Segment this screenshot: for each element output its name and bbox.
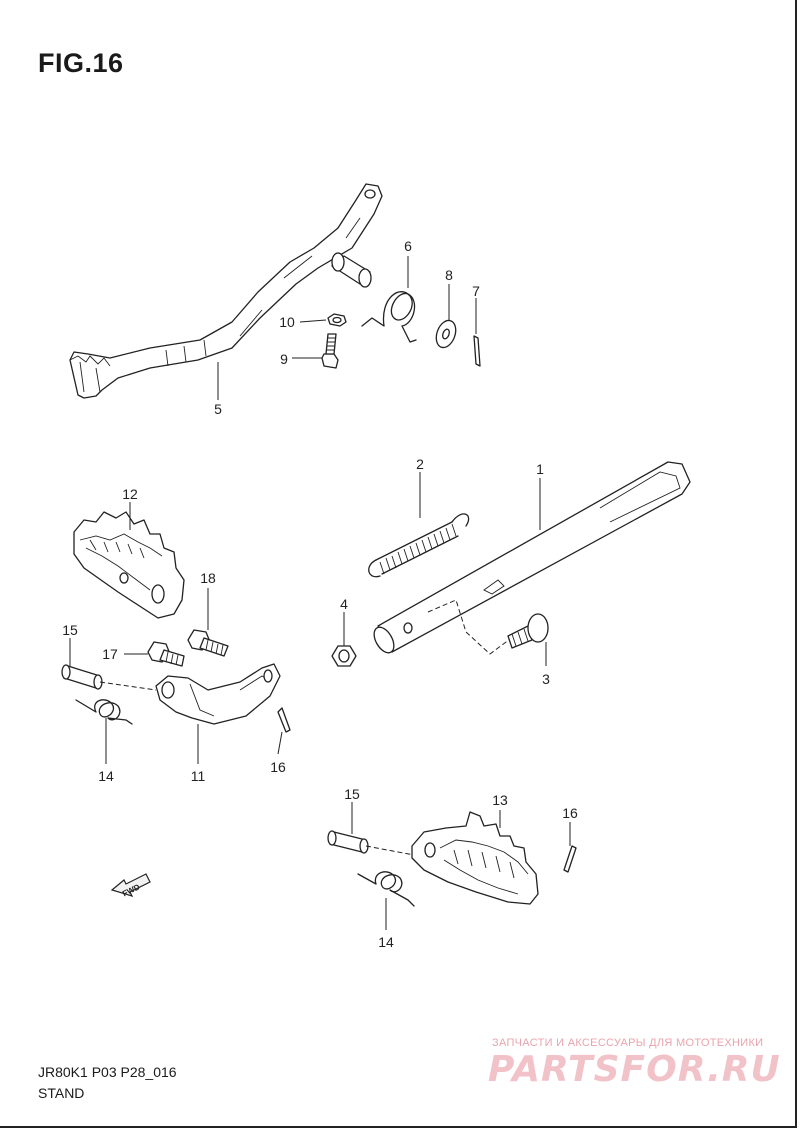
callout-11: 11 <box>190 768 206 784</box>
footrest-bracket-drawing <box>155 663 281 725</box>
footrest-pin-right-drawing <box>327 830 431 859</box>
washer-drawing <box>435 319 457 349</box>
callout-16-right: 16 <box>562 805 578 821</box>
footrest-left-drawing <box>73 511 185 619</box>
cotter-pin-left-drawing <box>277 707 291 733</box>
callout-14: 14 <box>98 768 114 784</box>
section-name: STAND <box>38 1085 85 1101</box>
fwd-arrow-icon: FWD <box>110 873 151 898</box>
stand-nut-drawing <box>331 645 357 667</box>
callout-10: 10 <box>279 314 295 330</box>
callout-9: 9 <box>280 351 288 367</box>
watermark-logo: PARTSFOR.RU <box>488 1049 781 1090</box>
callout-13: 13 <box>492 792 508 808</box>
brake-pedal-drawing <box>69 183 383 399</box>
callout-14-right: 14 <box>378 934 394 950</box>
callout-1: 1 <box>536 461 544 477</box>
footrest-bolt-upper-drawing <box>187 629 229 657</box>
cotter-pin-drawing <box>473 335 481 367</box>
stand-spring-drawing <box>368 513 470 578</box>
footrest-right-drawing <box>411 811 539 905</box>
callout-8: 8 <box>445 267 453 283</box>
callout-15: 15 <box>62 622 78 638</box>
nut-drawing <box>327 313 347 327</box>
callout-2: 2 <box>416 456 424 472</box>
side-stand-drawing <box>373 461 691 655</box>
callout-12: 12 <box>122 486 138 502</box>
footrest-spring-left-drawing <box>75 699 133 725</box>
callout-6: 6 <box>404 238 412 254</box>
bolt-drawing <box>321 333 339 369</box>
callout-5: 5 <box>214 401 222 417</box>
stand-bolt-drawing <box>507 613 549 649</box>
watermark-caption: ЗАПЧАСТИ И АКСЕССУАРЫ ДЛЯ МОТОТЕХНИКИ <box>492 1037 764 1049</box>
callout-18: 18 <box>200 570 216 586</box>
callout-7: 7 <box>472 283 480 299</box>
brake-return-spring-drawing <box>361 291 417 343</box>
footrest-spring-right-drawing <box>357 871 415 907</box>
callout-16: 16 <box>270 759 286 775</box>
leader-lines <box>69 256 571 930</box>
callout-3: 3 <box>542 671 550 687</box>
figure-title: FIG.16 <box>38 48 124 78</box>
footrest-bolt-lower-drawing <box>147 641 185 667</box>
cotter-pin-right-drawing <box>563 845 577 873</box>
callout-15-right: 15 <box>344 786 360 802</box>
diagram-code: JR80K1 P03 P28_016 <box>38 1064 177 1080</box>
callout-17: 17 <box>102 646 118 662</box>
footrest-pin-left-drawing <box>61 664 157 691</box>
callout-4: 4 <box>340 596 348 612</box>
